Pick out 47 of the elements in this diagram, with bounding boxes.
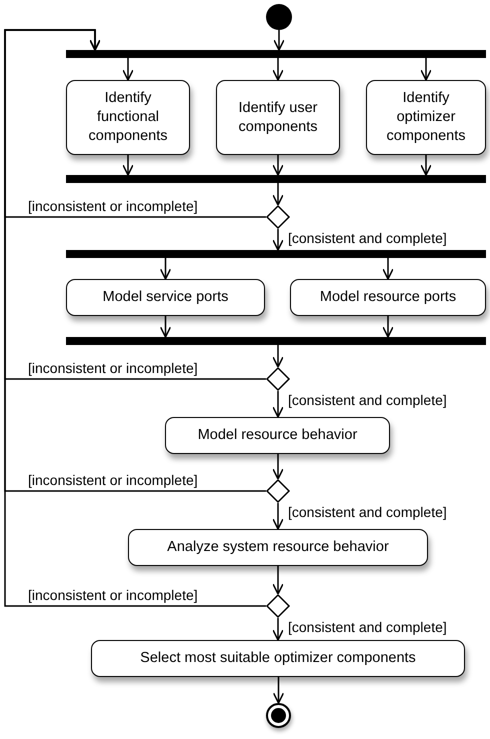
action-box: Model service ports	[66, 279, 265, 316]
action-box: Identify optimizer components	[366, 80, 486, 155]
action-box: Select most suitable optimizer components	[91, 640, 465, 677]
arrow	[382, 258, 394, 280]
arrow	[272, 503, 284, 530]
arrow	[122, 155, 134, 176]
action-box: Identify functional components	[66, 80, 190, 155]
edge-label: [inconsistent or incomplete]	[28, 587, 198, 603]
arrow	[4, 29, 266, 607]
arrow	[272, 345, 284, 368]
start-node	[266, 4, 292, 30]
arrow	[272, 229, 284, 251]
arrow	[122, 58, 134, 81]
sync-bar	[66, 175, 486, 183]
arrow	[420, 155, 432, 176]
action-box: Analyze system resource behavior	[128, 529, 428, 566]
sync-bar	[66, 250, 486, 258]
decision-diamond	[266, 479, 290, 503]
arrow	[272, 183, 284, 206]
arrow	[273, 30, 285, 51]
decision-diamond	[266, 367, 290, 391]
edge-label: [consistent and complete]	[288, 504, 447, 520]
edge-label: [consistent and complete]	[288, 619, 447, 635]
sync-bar	[66, 50, 486, 58]
edge-label: [inconsistent or incomplete]	[28, 198, 198, 214]
edge-label: [inconsistent or incomplete]	[28, 472, 198, 488]
arrow	[272, 58, 284, 81]
decision-diamond	[266, 205, 290, 229]
edge-label: [consistent and complete]	[288, 230, 447, 246]
arrow	[272, 677, 284, 704]
end-node	[266, 703, 291, 728]
edge-label: [consistent and complete]	[288, 392, 447, 408]
edge-label: [inconsistent or incomplete]	[28, 360, 198, 376]
arrow	[272, 454, 284, 480]
arrow	[272, 391, 284, 418]
arrow	[382, 316, 394, 338]
arrow	[272, 155, 284, 176]
action-box: Model resource behavior	[165, 417, 390, 454]
arrow	[160, 316, 172, 338]
arrow	[160, 258, 172, 280]
action-box: Model resource ports	[290, 279, 486, 316]
arrow	[272, 618, 284, 641]
arrow	[272, 566, 284, 595]
arrow	[420, 58, 432, 81]
decision-diamond	[266, 594, 290, 618]
sync-bar	[66, 337, 486, 345]
action-box: Identify user components	[216, 80, 340, 155]
